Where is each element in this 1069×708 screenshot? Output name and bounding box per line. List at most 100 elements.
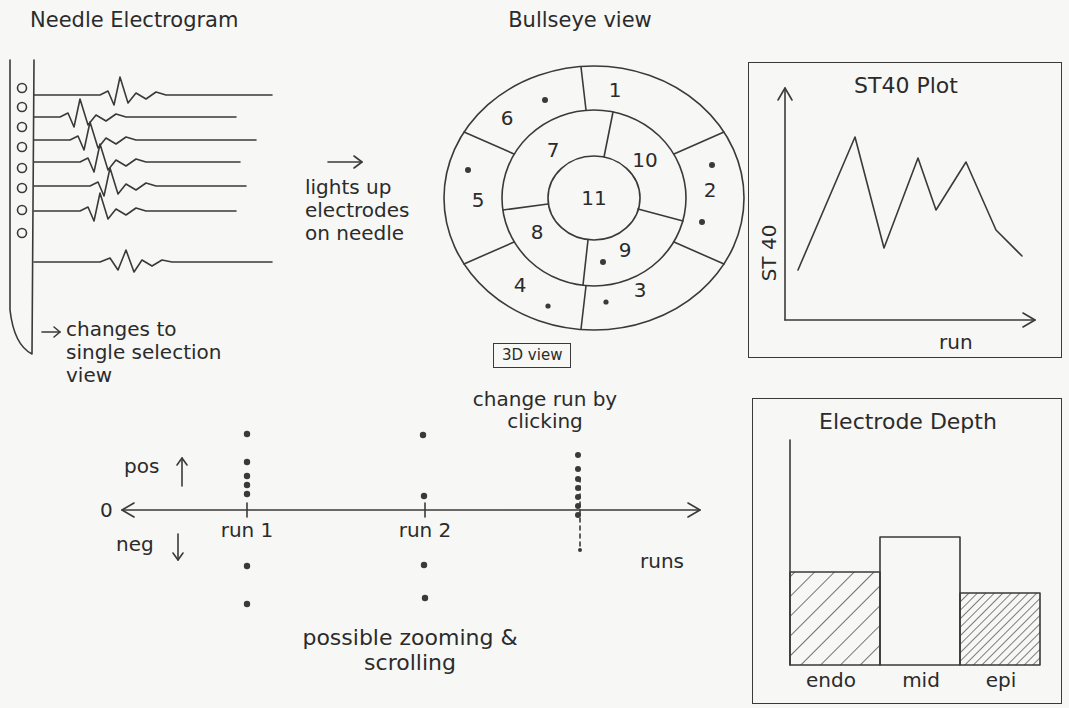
neg-arrow <box>177 534 179 560</box>
neg-arrow <box>173 553 183 560</box>
note-arrow <box>328 156 362 168</box>
segment-number: 5 <box>463 188 493 212</box>
electrode-dot <box>600 259 606 265</box>
value-dot <box>575 503 581 509</box>
pos-arrow <box>181 458 183 486</box>
category-label: mid <box>881 669 961 692</box>
bullseye-drawing <box>444 66 744 330</box>
axis-label: runs <box>640 550 700 573</box>
electrode-dot <box>465 167 471 173</box>
electrode <box>18 123 27 132</box>
chart-panel: Electrode Depth endomidepi <box>752 398 1062 704</box>
mid-bar <box>880 537 960 665</box>
axis <box>785 319 1035 321</box>
electrode-dot <box>542 97 548 103</box>
segment-number: 3 <box>625 278 655 302</box>
axis-label: run <box>939 331 1009 354</box>
needle-drawing <box>10 60 34 354</box>
value-dot <box>575 452 581 458</box>
segment-line <box>604 112 613 157</box>
electrode <box>18 229 27 238</box>
axis-arrow <box>778 88 792 100</box>
segment-number: 11 <box>579 186 609 210</box>
view-title: Needle Electrogram <box>30 8 270 32</box>
axis-label: run 2 <box>385 519 465 542</box>
trace <box>34 77 272 105</box>
trace <box>34 168 246 196</box>
axis-label: run 1 <box>207 519 287 542</box>
electrode-dot <box>545 303 550 308</box>
segment-number: 1 <box>600 78 630 102</box>
note-arrow <box>42 327 60 337</box>
electrode <box>18 164 27 173</box>
middle-ring <box>502 110 686 286</box>
value-dot <box>420 432 426 438</box>
value-dot <box>575 512 581 518</box>
segment-number: 8 <box>522 220 552 244</box>
note: change run by clicking <box>470 388 620 432</box>
segment-line <box>583 240 588 285</box>
chart-panel: ST40 Plot ST 40 run <box>748 62 1062 358</box>
segment-number: 9 <box>610 238 640 262</box>
st40-line <box>798 137 1022 270</box>
depth-chart <box>790 440 1040 665</box>
value-dot <box>421 562 427 568</box>
electrode-dot <box>603 299 608 304</box>
value-dot <box>575 494 581 500</box>
tick <box>246 503 248 517</box>
value-dot <box>244 459 250 465</box>
view-button: 3D view <box>493 343 571 368</box>
segment-line <box>674 242 724 264</box>
value-dot <box>578 548 582 552</box>
axis <box>784 88 786 320</box>
axis-label: neg <box>116 533 166 556</box>
segment-number: 7 <box>538 138 568 162</box>
trace <box>34 122 256 150</box>
run-scatter <box>122 431 700 607</box>
segment-line <box>464 132 514 154</box>
tick <box>424 503 426 517</box>
note: lights up electrodes on needle <box>305 176 435 245</box>
value-dot <box>244 473 250 479</box>
note: changes to single selection view <box>66 318 231 387</box>
trace <box>34 250 272 272</box>
value-dot <box>244 491 250 497</box>
panel-title: Electrode Depth <box>753 409 1063 434</box>
segment-line <box>638 209 683 221</box>
segment-number: 6 <box>492 106 522 130</box>
axis <box>122 509 700 511</box>
note: possible zooming & scrolling <box>300 625 520 676</box>
trace <box>34 99 236 127</box>
electrogram-traces <box>34 77 272 272</box>
value-dot <box>575 476 581 482</box>
electrode <box>18 184 27 193</box>
panel-title: ST40 Plot <box>749 73 1063 98</box>
electrode <box>18 206 27 215</box>
segment-line <box>464 242 514 264</box>
segment-number: 4 <box>505 273 535 297</box>
segment-line <box>503 204 548 210</box>
segment-line <box>674 132 724 154</box>
axis-arrow <box>122 503 134 517</box>
value-dot <box>575 466 581 472</box>
axis-label: ST 40 <box>758 225 781 282</box>
endo-bar <box>790 572 880 665</box>
value-dot <box>244 601 250 607</box>
value-dot <box>422 595 428 601</box>
outer-ring <box>444 66 744 330</box>
view-title: Bullseye view <box>470 8 690 32</box>
pos-arrow <box>177 458 187 465</box>
axis-label: 0 <box>100 499 116 522</box>
value-dot <box>244 482 250 488</box>
category-label: endo <box>791 669 871 692</box>
trace <box>34 193 236 221</box>
category-label: epi <box>961 669 1041 692</box>
electrode-dot <box>699 219 705 225</box>
segment-line <box>581 286 586 329</box>
segment-number: 10 <box>630 148 660 172</box>
electrode-dot <box>709 162 715 168</box>
axis-arrow <box>1023 313 1035 327</box>
axis-label: pos <box>124 455 174 478</box>
segment-line <box>581 67 586 110</box>
